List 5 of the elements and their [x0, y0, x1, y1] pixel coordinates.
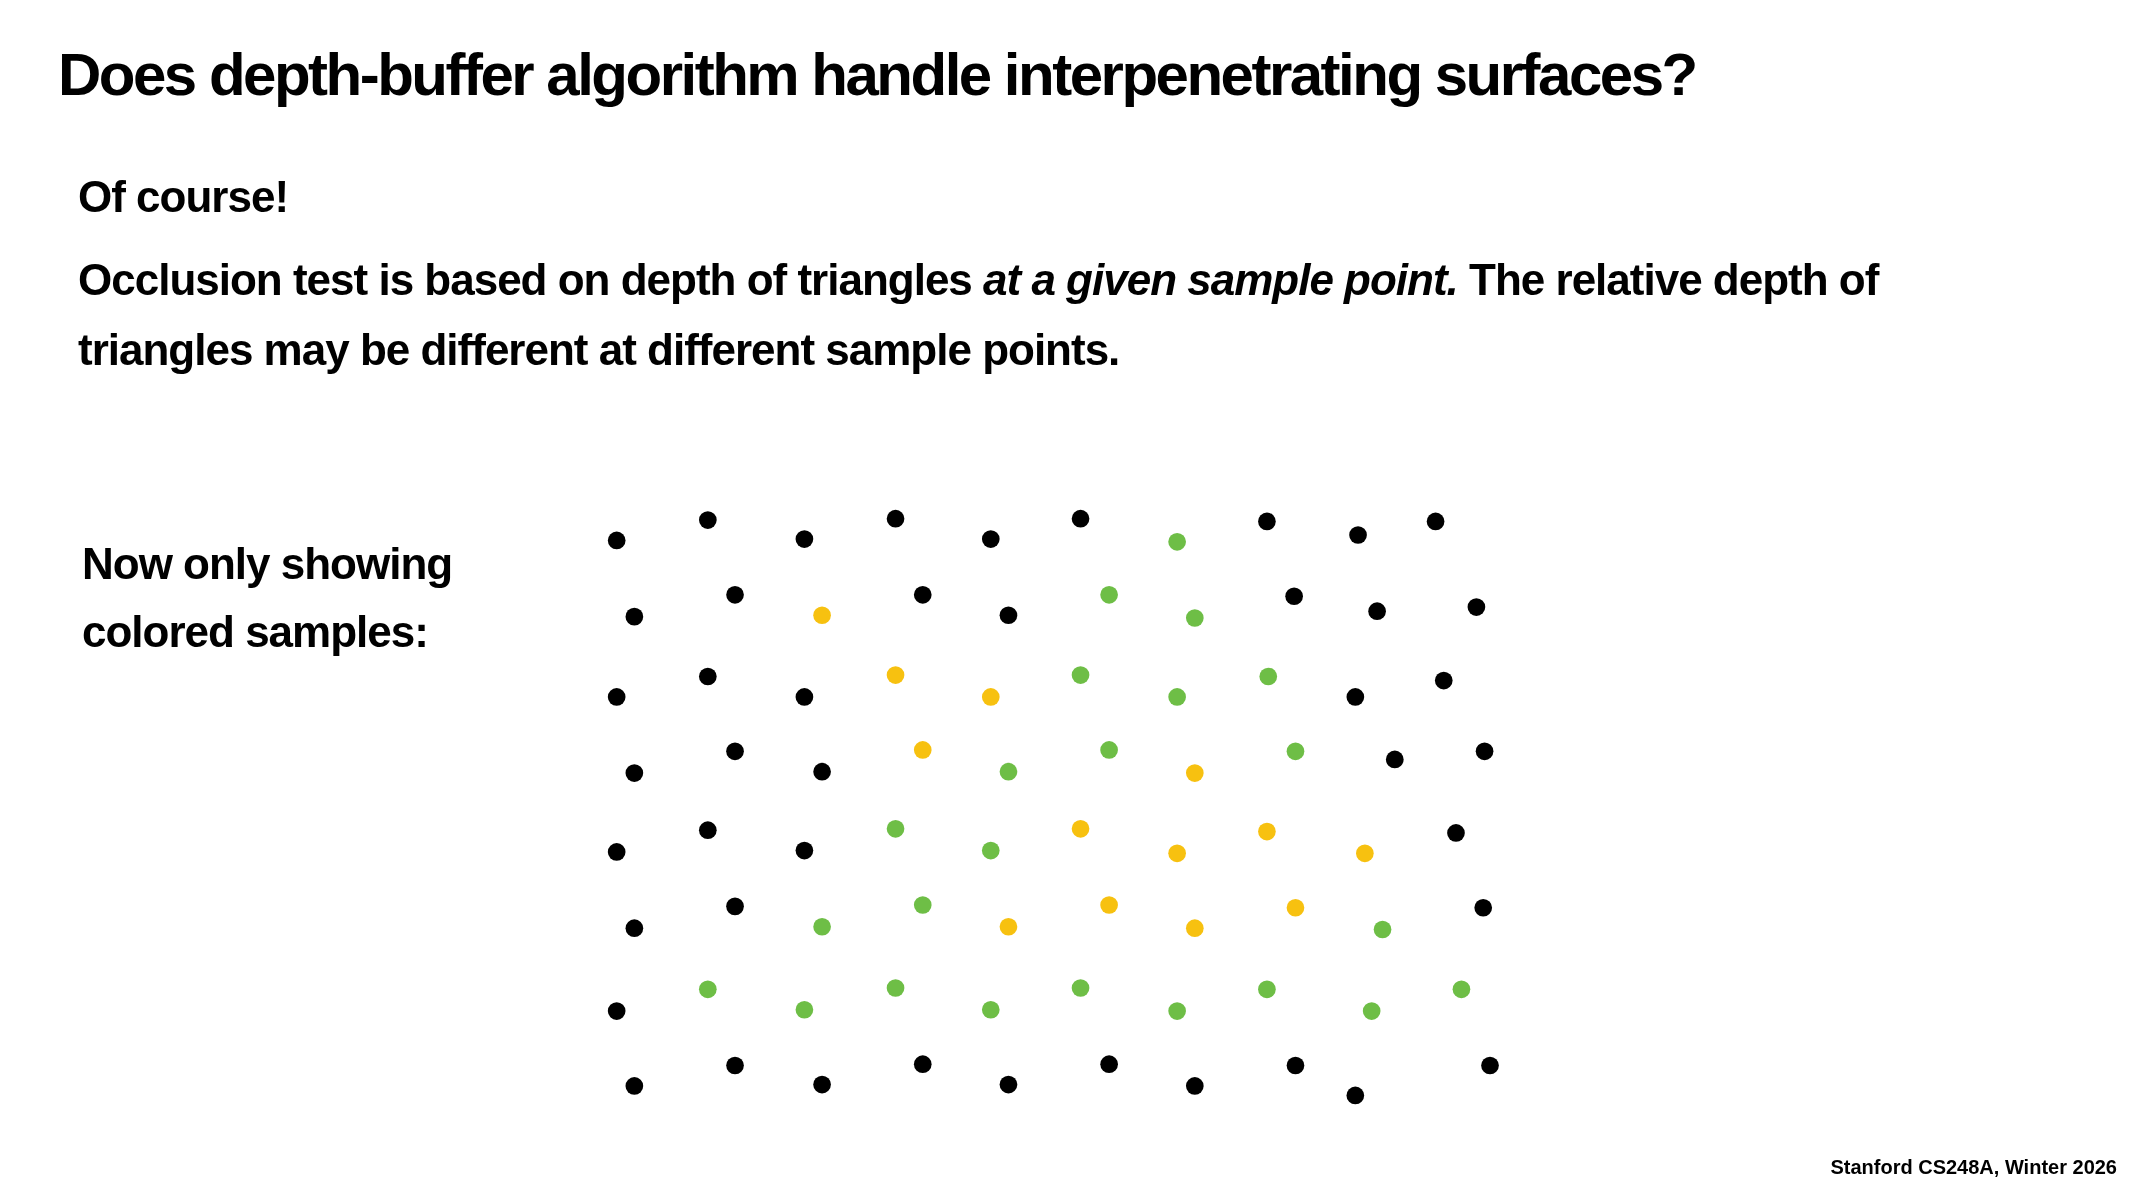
footer-text: Stanford CS248A, Winter 2026: [1830, 1156, 2117, 1179]
panel-caption: Now only showing colored samples:: [82, 538, 454, 658]
answer-text: Of course!: [78, 172, 289, 222]
slide-title: Does depth-buffer algorithm handle interpenetrating surfaces?: [58, 40, 1696, 109]
explanation-paragraph: Occlusion test is based on depth of triangles at a given sample point. The relative depth of triangles may be different at different sample points.: [78, 254, 1881, 376]
